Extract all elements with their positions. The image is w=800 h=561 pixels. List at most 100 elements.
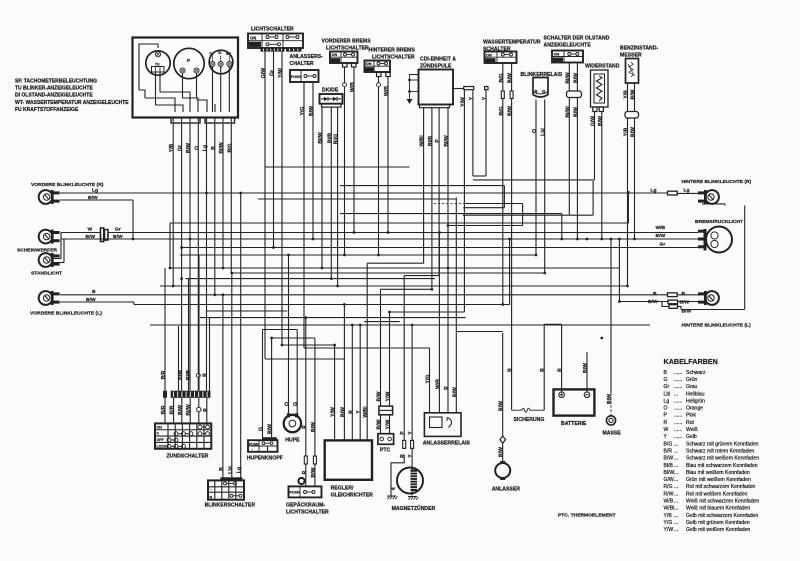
svg-text:W/B: W/B	[656, 225, 666, 231]
svg-text:R/W: R/W	[499, 447, 505, 457]
svg-text:B/W: B/W	[680, 300, 690, 306]
svg-text:ON: ON	[366, 62, 372, 66]
svg-text:......: ......	[674, 377, 682, 383]
svg-text:......: ......	[674, 420, 682, 426]
svg-text:......: ......	[674, 427, 682, 433]
svg-text:Orange: Orange	[686, 406, 703, 412]
svg-text:G: G	[293, 402, 299, 406]
svg-text:LICHTSCHALTER: LICHTSCHALTER	[286, 510, 329, 516]
svg-text:Y/W: Y/W	[664, 527, 674, 533]
svg-text:R/W: R/W	[499, 401, 505, 411]
svg-text:OI: OI	[218, 51, 221, 55]
svg-text:Y/W: Y/W	[386, 419, 392, 429]
svg-text:TU: TU	[155, 62, 160, 66]
svg-text:B/W: B/W	[86, 297, 96, 303]
svg-text:R/W: R/W	[452, 387, 458, 397]
svg-text:Lg: Lg	[92, 188, 98, 194]
svg-text:G/W: G/W	[591, 116, 597, 126]
svg-text:WIDERSTAND: WIDERSTAND	[585, 64, 620, 70]
svg-text:ANZEIGELEUCHTE: ANZEIGELEUCHTE	[544, 43, 592, 49]
svg-text:R: R	[444, 386, 450, 390]
svg-text:B/W: B/W	[377, 419, 383, 429]
svg-text:O: O	[664, 406, 668, 412]
svg-text:W/B: W/B	[350, 82, 356, 92]
svg-text:...: ...	[674, 499, 678, 505]
svg-text:KABELFARBEN: KABELFARBEN	[664, 357, 718, 366]
svg-text:B/G: B/G	[227, 143, 233, 152]
svg-text:R: R	[508, 368, 514, 372]
svg-text:B/W: B/W	[340, 407, 346, 417]
svg-text:BENZINSTAND-: BENZINSTAND-	[620, 46, 658, 52]
svg-text:TU BLINKER-ANZEIGELEUCHTE: TU BLINKER-ANZEIGELEUCHTE	[15, 86, 93, 92]
svg-text:Gr: Gr	[660, 242, 666, 248]
svg-text:W: W	[664, 427, 669, 433]
svg-text:B/W: B/W	[607, 394, 613, 404]
svg-text:Bl/W: Bl/W	[318, 132, 324, 144]
svg-text:STANDLICHT: STANDLICHT	[31, 271, 62, 277]
svg-text:ANLASSERS-: ANLASSERS-	[290, 54, 324, 60]
svg-text:B/W: B/W	[508, 73, 514, 83]
svg-text:DIODE: DIODE	[322, 88, 339, 94]
svg-text:B/W: B/W	[113, 234, 123, 240]
svg-text:R/W: R/W	[664, 491, 674, 497]
svg-text:P: P	[664, 413, 668, 419]
svg-text:Bl/B: Bl/B	[428, 136, 434, 147]
svg-text:B/W: B/W	[377, 391, 383, 401]
svg-text:Lbl: Lbl	[228, 466, 234, 474]
svg-text:B/W: B/W	[631, 127, 637, 137]
svg-text:FU KRAFTSTOFFANZEIGE: FU KRAFTSTOFFANZEIGE	[15, 107, 79, 113]
svg-text:ON: ON	[332, 53, 338, 57]
svg-text:Bl/B: Bl/B	[186, 370, 192, 381]
svg-text:Gr: Gr	[270, 70, 276, 76]
svg-text:B: B	[92, 289, 96, 295]
svg-text:Schwarz: Schwarz	[686, 370, 706, 376]
svg-text:GLEICHRICHTER: GLEICHRICHTER	[331, 493, 374, 499]
svg-text:Y: Y	[408, 454, 414, 458]
svg-text:Y/W: Y/W	[278, 68, 284, 78]
svg-text:B/W: B/W	[311, 467, 317, 477]
svg-text:Hellgrün: Hellgrün	[686, 398, 705, 404]
svg-text:Y/W: Y/W	[460, 97, 466, 107]
svg-text:Blau mit weißem Kennfaden: Blau mit weißem Kennfaden	[686, 470, 750, 476]
svg-text:Schwarz mit grünem Kennfaden: Schwarz mit grünem Kennfaden	[686, 441, 759, 447]
svg-text:R: R	[664, 420, 668, 426]
svg-text:VORDERER BREMS: VORDERER BREMS	[322, 39, 372, 45]
svg-text:...: ...	[674, 527, 678, 533]
svg-text:ON: ON	[250, 35, 256, 40]
svg-text:Lg: Lg	[203, 145, 209, 151]
svg-text:...: ...	[674, 391, 678, 397]
svg-text:B/G: B/G	[499, 106, 505, 115]
svg-text:Bl/G: Bl/G	[334, 134, 340, 145]
svg-text:B: B	[535, 89, 538, 94]
svg-text:OFF: OFF	[250, 42, 259, 47]
svg-text:TU: TU	[209, 52, 214, 56]
svg-text:...: ...	[674, 463, 678, 469]
svg-text:B/W: B/W	[186, 143, 192, 153]
svg-text:Bl/W: Bl/W	[565, 72, 571, 84]
svg-text:Gelb mit grünem Kennfaden: Gelb mit grünem Kennfaden	[686, 520, 750, 526]
svg-text:BLINKERRELAIS: BLINKERRELAIS	[521, 72, 563, 78]
svg-text:Gelb: Gelb	[686, 434, 697, 440]
svg-text:P: P	[435, 139, 441, 143]
svg-text:W/Bl: W/Bl	[363, 406, 369, 418]
svg-text:WASSERTEMPERATUR: WASSERTEMPERATUR	[483, 40, 541, 46]
svg-text:......: ......	[674, 398, 682, 404]
svg-text:B/W: B/W	[86, 234, 96, 240]
svg-text:CHALTER: CHALTER	[290, 61, 314, 67]
svg-text:Weiß mit schwarzem Kennfaden: Weiß mit schwarzem Kennfaden	[686, 499, 759, 505]
svg-text:B/W: B/W	[583, 363, 589, 373]
svg-text:SCHALTER: SCHALTER	[483, 47, 511, 53]
svg-text:PUSH: PUSH	[290, 491, 300, 495]
svg-text:Y/G: Y/G	[426, 375, 432, 384]
svg-text:SCHEINWERFER: SCHEINWERFER	[17, 248, 57, 254]
svg-text:VORDERE BLINKLEUCHTE (L): VORDERE BLINKLEUCHTE (L)	[30, 311, 102, 317]
svg-text:B/W: B/W	[573, 73, 579, 83]
svg-text:R: R	[400, 454, 406, 458]
svg-text:Hellblau: Hellblau	[686, 391, 705, 397]
svg-text:Schwarz mit weißem Kennfaden: Schwarz mit weißem Kennfaden	[686, 456, 759, 462]
svg-text:B: B	[219, 467, 225, 471]
svg-text:OFF: OFF	[554, 58, 562, 62]
svg-text:...: ...	[674, 456, 678, 462]
svg-text:GEPÄCKRAUM-: GEPÄCKRAUM-	[286, 502, 325, 509]
svg-text:...: ...	[674, 513, 678, 519]
